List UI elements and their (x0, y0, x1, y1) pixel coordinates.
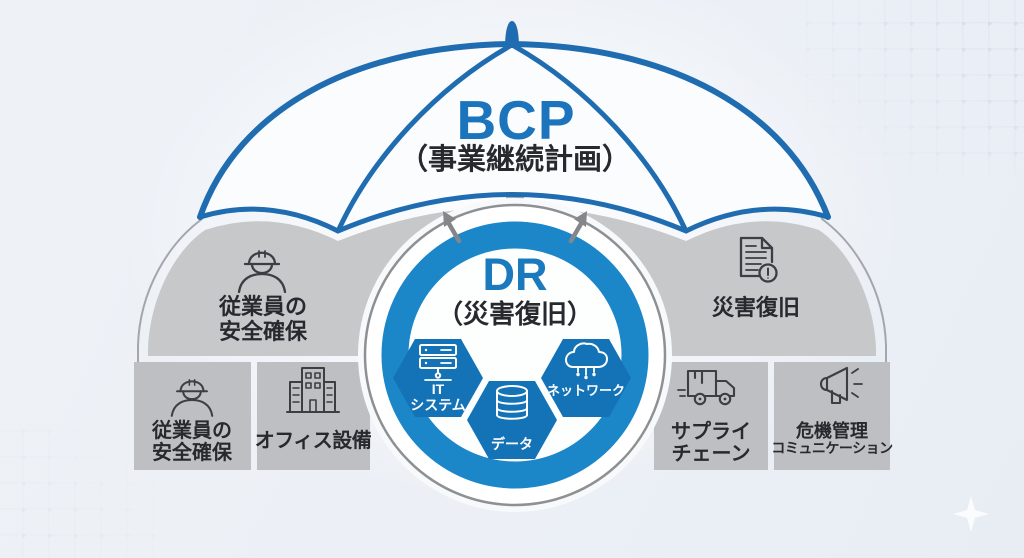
box-supply-chain (654, 362, 768, 470)
umbrella-rib-left (336, 43, 513, 232)
protected-item-boxes (134, 362, 890, 470)
label-employee-safety-top: 従業員の 安全確保 (218, 294, 308, 344)
dr-subtitle: （災害復旧） (436, 299, 594, 329)
protected-area-outline (137, 218, 887, 465)
server-icon (419, 344, 457, 381)
dr-circle (358, 198, 672, 512)
grid-pattern-bottom-left (0, 430, 156, 558)
umbrella-canopy (200, 44, 828, 231)
document-alert-icon (739, 236, 778, 283)
arrow-right-icon (568, 211, 587, 244)
box-crisis-comm (774, 362, 890, 470)
label-hex-network: ネットワーク (546, 383, 626, 398)
label-hex-data: データ (491, 436, 533, 452)
umbrella-icon (197, 21, 831, 234)
label-office-equipment: オフィス設備 (254, 430, 372, 452)
bcp-title: BCP (456, 89, 576, 151)
label-employee-safety-box: 従業員の 安全確保 (152, 420, 232, 465)
cloud-network-icon (565, 342, 608, 380)
arrow-left-icon (443, 211, 462, 244)
label-supply-chain: サプライ チェーン (671, 421, 751, 466)
worker-icon (170, 379, 214, 417)
worker-icon (237, 250, 287, 294)
label-disaster-recovery: 災害復旧 (711, 295, 801, 320)
umbrella-rib-right (511, 43, 688, 232)
megaphone-icon (819, 366, 863, 405)
database-icon (496, 385, 528, 420)
hexagon-data (467, 381, 557, 459)
box-office-equipment (257, 362, 370, 470)
label-hex-it-system: IT システム (410, 381, 466, 413)
building-icon (286, 367, 340, 413)
label-crisis-communication: 危機管理 コミュニケーション (771, 421, 893, 457)
grid-pattern-top-right (806, 0, 1024, 174)
umbrella-finial (505, 21, 519, 48)
bcp-subtitle: （事業継続計画） (398, 144, 632, 176)
truck-icon (677, 369, 736, 406)
box-employee-safety (134, 362, 251, 470)
dr-title: DR (482, 249, 548, 300)
